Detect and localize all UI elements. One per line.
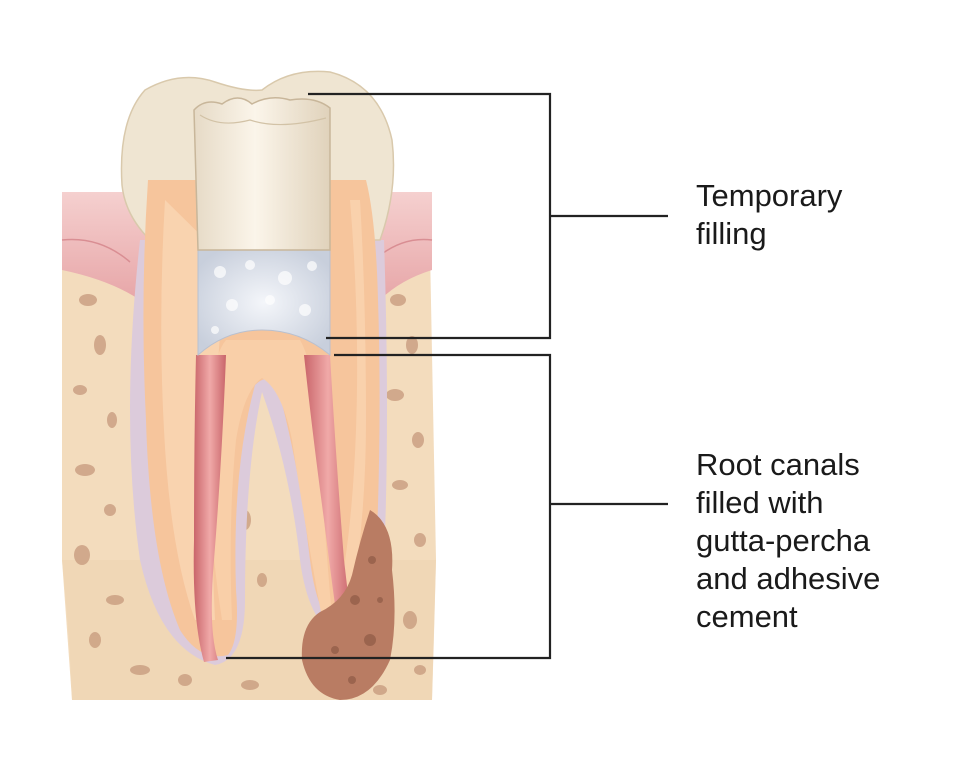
lesion-texture xyxy=(331,556,383,684)
inter-radicular-dentin xyxy=(209,340,332,620)
root-canal-fillings xyxy=(193,355,352,662)
cement-texture xyxy=(211,260,317,334)
root-canal-bracket xyxy=(226,353,552,660)
callout-lines xyxy=(226,92,668,660)
label-root-canals: Root canals filled with gutta-percha and… xyxy=(696,447,881,634)
temporary-filling xyxy=(193,97,331,251)
adhesive-cement xyxy=(197,249,331,357)
label-temporary-filling: Temporary filling xyxy=(696,178,843,251)
